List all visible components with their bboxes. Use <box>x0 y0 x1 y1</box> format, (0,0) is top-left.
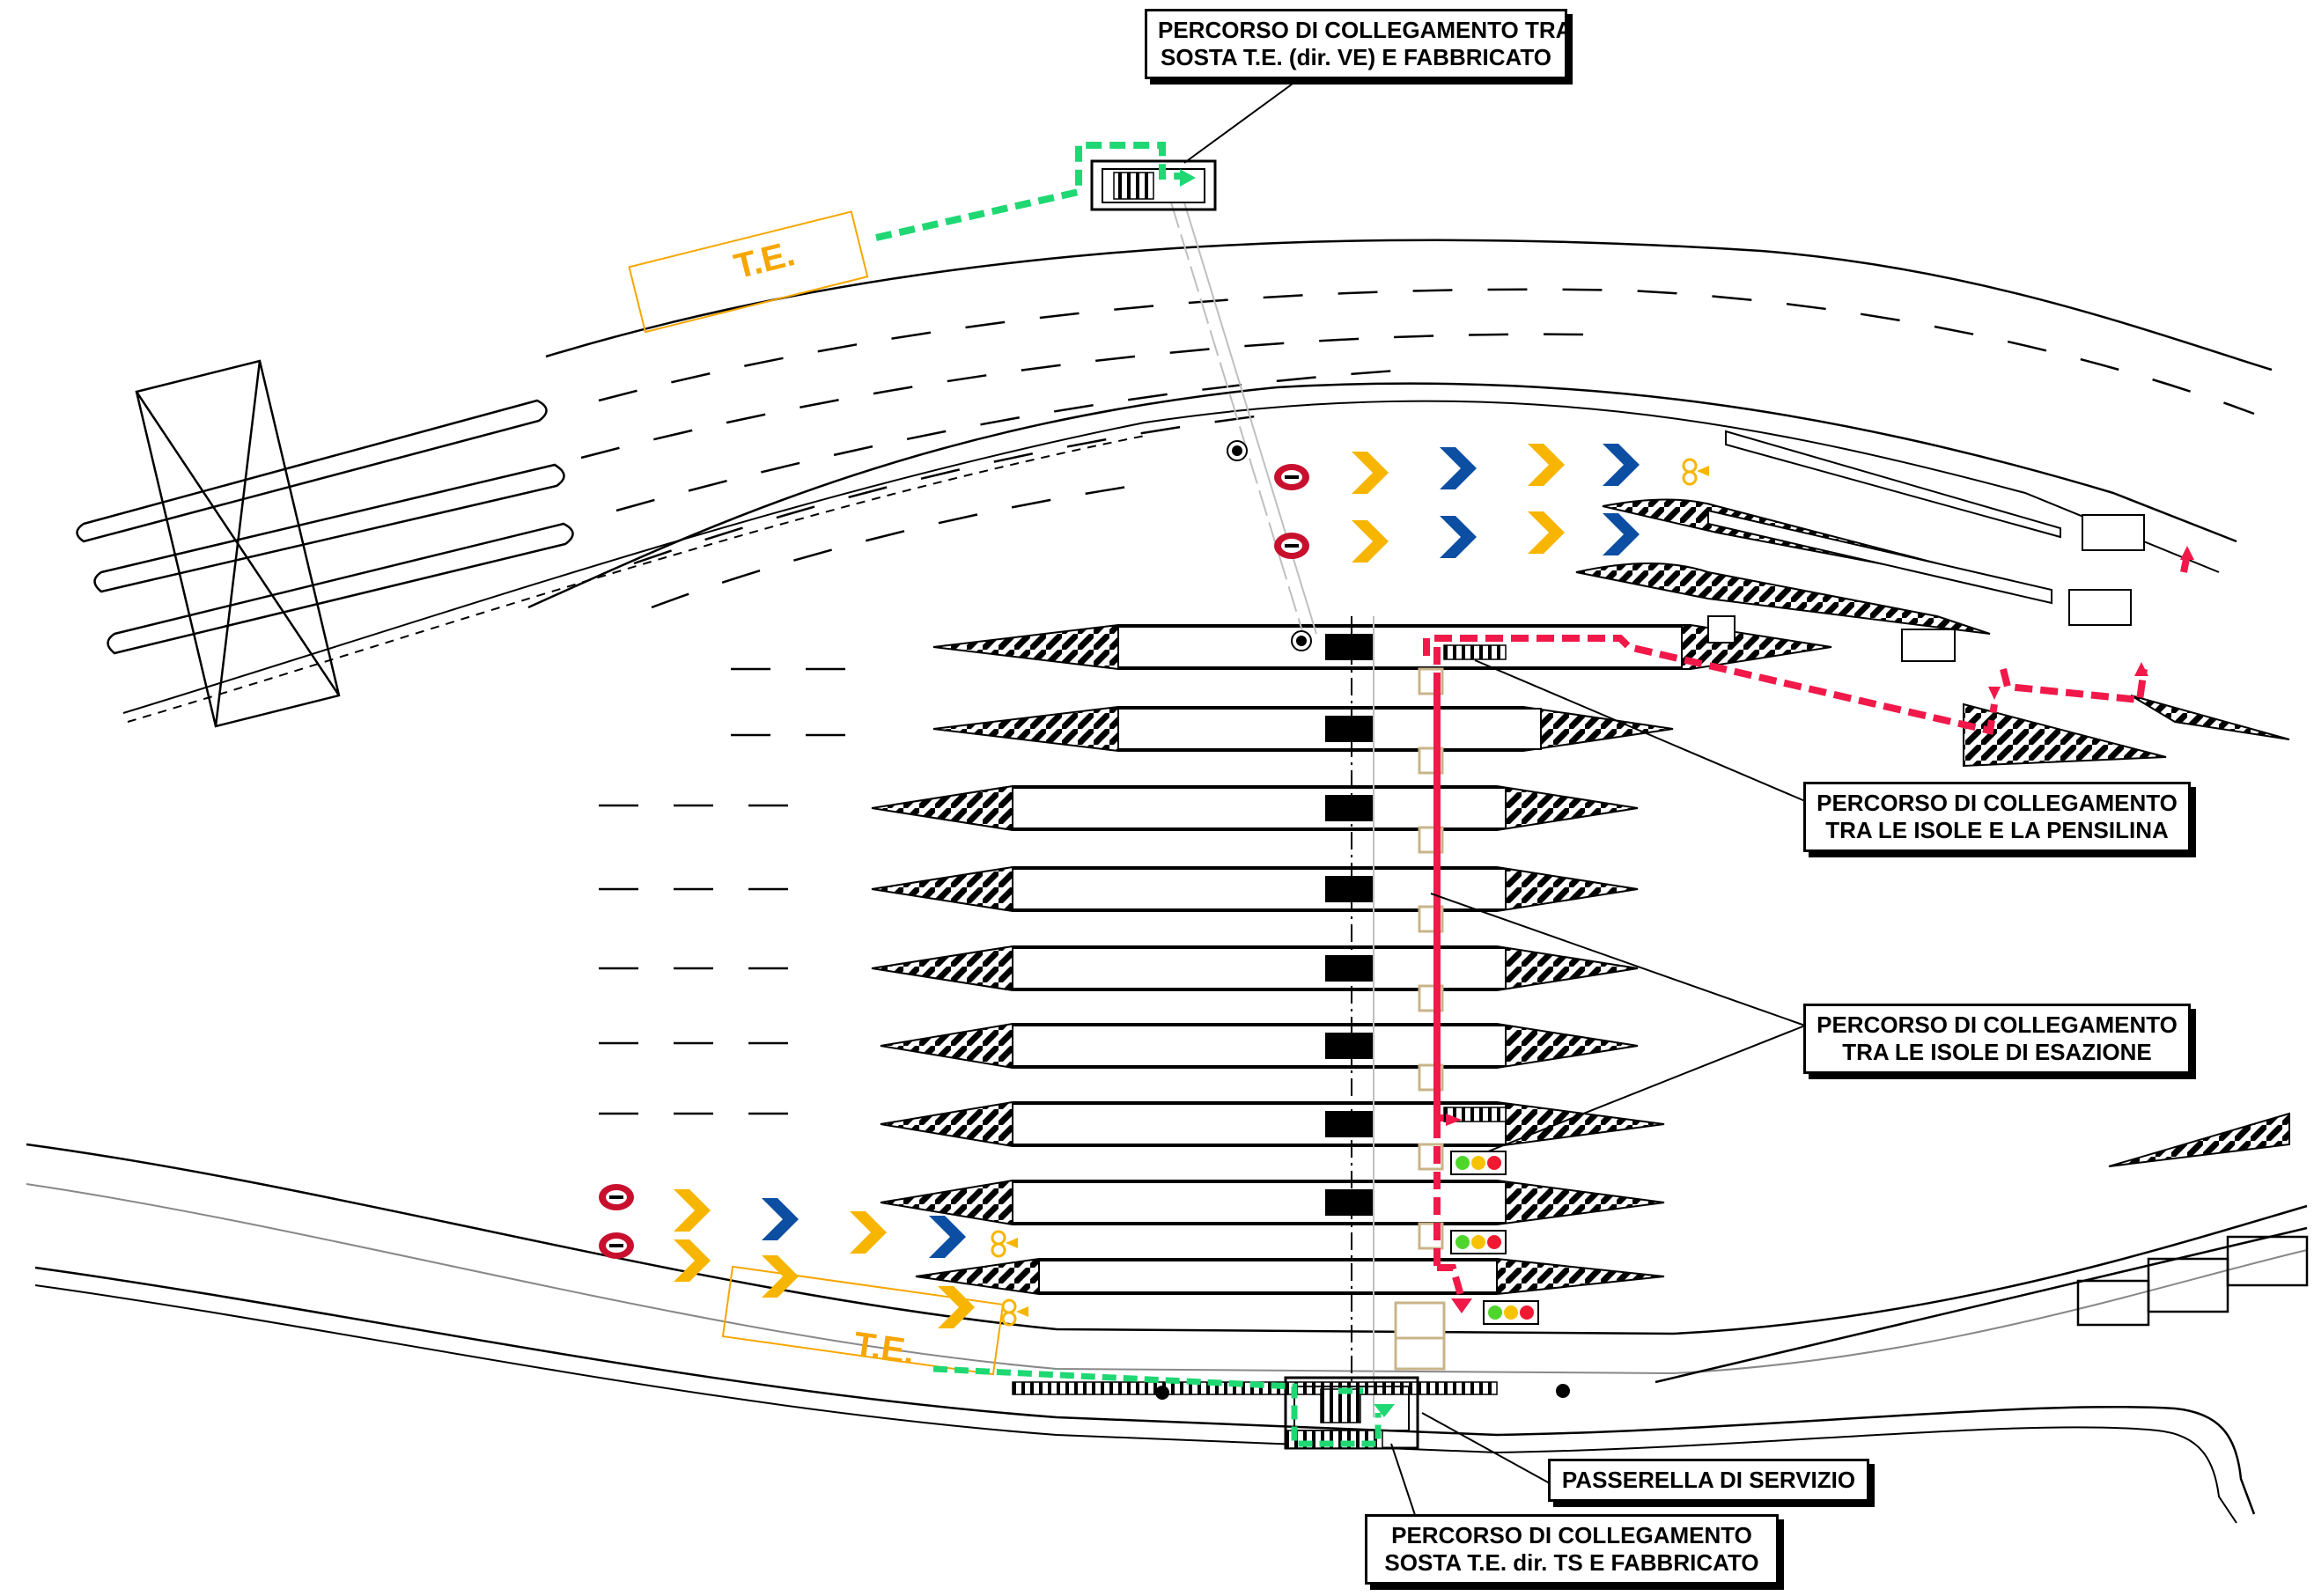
traffic-light-icon <box>1450 1151 1507 1175</box>
stop-sign-icon <box>599 1232 634 1259</box>
gantry-approach-lanes <box>76 399 574 655</box>
ramp-islands <box>1575 430 2290 1167</box>
telepass-signs <box>991 458 1709 1327</box>
callout-top-line2: SOSTA T.E. (dir. VE) E FABBRICATO <box>1161 44 1551 70</box>
gantry-axis <box>1170 202 1374 1417</box>
toll-island <box>880 1023 1639 1069</box>
pensilina-stair <box>1443 644 1507 660</box>
blue-chevron-icon <box>1603 444 1640 486</box>
callout-isole-esazione: PERCORSO DI COLLEGAMENTO TRA LE ISOLE DI… <box>1803 1004 2191 1074</box>
green-path-bottom <box>932 1365 1395 1447</box>
traffic-light-icon <box>1483 1300 1539 1325</box>
stop-sign-icon <box>1274 464 1309 490</box>
yellow-chevron-icon <box>1528 444 1565 486</box>
bottom-building <box>1012 1376 1498 1450</box>
callout-isole-esazione-line1: PERCORSO DI COLLEGAMENTO <box>1817 1011 2178 1038</box>
te-zone-bottom <box>721 1265 1005 1376</box>
blue-chevron-icon <box>762 1198 799 1240</box>
toll-island <box>932 624 1832 670</box>
yellow-chevron-icon <box>1352 452 1389 494</box>
callout-isole-pensilina-line2: TRA LE ISOLE E LA PENSILINA <box>1825 817 2169 843</box>
upper-lane-dashes <box>580 288 2255 609</box>
callout-passerella: PASSERELLA DI SERVIZIO <box>1548 1459 1869 1502</box>
callout-top-line1: PERCORSO DI COLLEGAMENTO TRA <box>1158 17 1573 43</box>
toll-island <box>880 1180 1665 1225</box>
stop-signs <box>599 464 1309 1259</box>
yellow-chevron-icon <box>674 1189 711 1232</box>
top-building <box>1090 159 1217 211</box>
toll-island <box>871 866 1639 912</box>
stop-sign-icon <box>1274 533 1309 559</box>
toll-island <box>871 785 1639 831</box>
lower-service-building <box>2076 1235 2309 1327</box>
blue-chevron-icon <box>1603 513 1640 555</box>
blue-chevron-icon <box>1440 516 1477 558</box>
callout-isole-esazione-line2: TRA LE ISOLE DI ESAZIONE <box>1842 1039 2152 1065</box>
yellow-chevron-icon <box>762 1255 799 1298</box>
toll-island <box>871 945 1639 991</box>
yellow-chevron-icon <box>674 1239 711 1282</box>
blue-chevron-icon <box>929 1216 966 1258</box>
red-path <box>1423 546 2194 1313</box>
lamp-post-icon <box>1155 440 1570 1400</box>
yellow-chevron-icon <box>938 1286 975 1328</box>
toll-island <box>932 706 1674 752</box>
yellow-chevrons <box>674 444 1565 1328</box>
te-zone-top <box>628 210 869 334</box>
callout-leaders <box>1183 78 1806 1524</box>
traffic-light-icon <box>1450 1230 1507 1254</box>
esazione-stair <box>1443 1107 1507 1122</box>
toll-island <box>880 1101 1665 1147</box>
yellow-chevron-icon <box>1352 520 1389 563</box>
callout-passerella-line1: PASSERELLA DI SERVIZIO <box>1561 1467 1856 1493</box>
toll-island <box>915 1258 1665 1295</box>
callout-bottom: PERCORSO DI COLLEGAMENTO SOSTA T.E. dir.… <box>1365 1514 1779 1585</box>
callout-isole-pensilina-line1: PERCORSO DI COLLEGAMENTO <box>1817 790 2178 816</box>
telepass-icon <box>1682 458 1709 486</box>
callout-bottom-line2: SOSTA T.E. dir. TS E FABBRICATO <box>1384 1549 1759 1576</box>
blue-chevron-icon <box>1440 447 1477 489</box>
te-label-bottom: T.E. <box>851 1325 917 1372</box>
lower-carriageway <box>26 1143 2308 1524</box>
blue-chevrons <box>762 444 1640 1258</box>
upper-carriageway <box>122 239 2273 723</box>
callout-bottom-line1: PERCORSO DI COLLEGAMENTO <box>1391 1522 1752 1548</box>
yellow-chevron-icon <box>1528 511 1565 554</box>
telepass-icon <box>991 1230 1018 1258</box>
green-path-top <box>875 142 1196 241</box>
callout-top: PERCORSO DI COLLEGAMENTO TRA SOSTA T.E. … <box>1145 9 1573 79</box>
stop-sign-icon <box>599 1184 634 1210</box>
yellow-chevron-icon <box>850 1211 887 1254</box>
callout-isole-pensilina: PERCORSO DI COLLEGAMENTO TRA LE ISOLE E … <box>1803 782 2191 852</box>
telepass-icon <box>1001 1298 1028 1327</box>
traffic-lights <box>1450 1151 1539 1325</box>
lower-lane-dashes <box>599 667 881 1115</box>
